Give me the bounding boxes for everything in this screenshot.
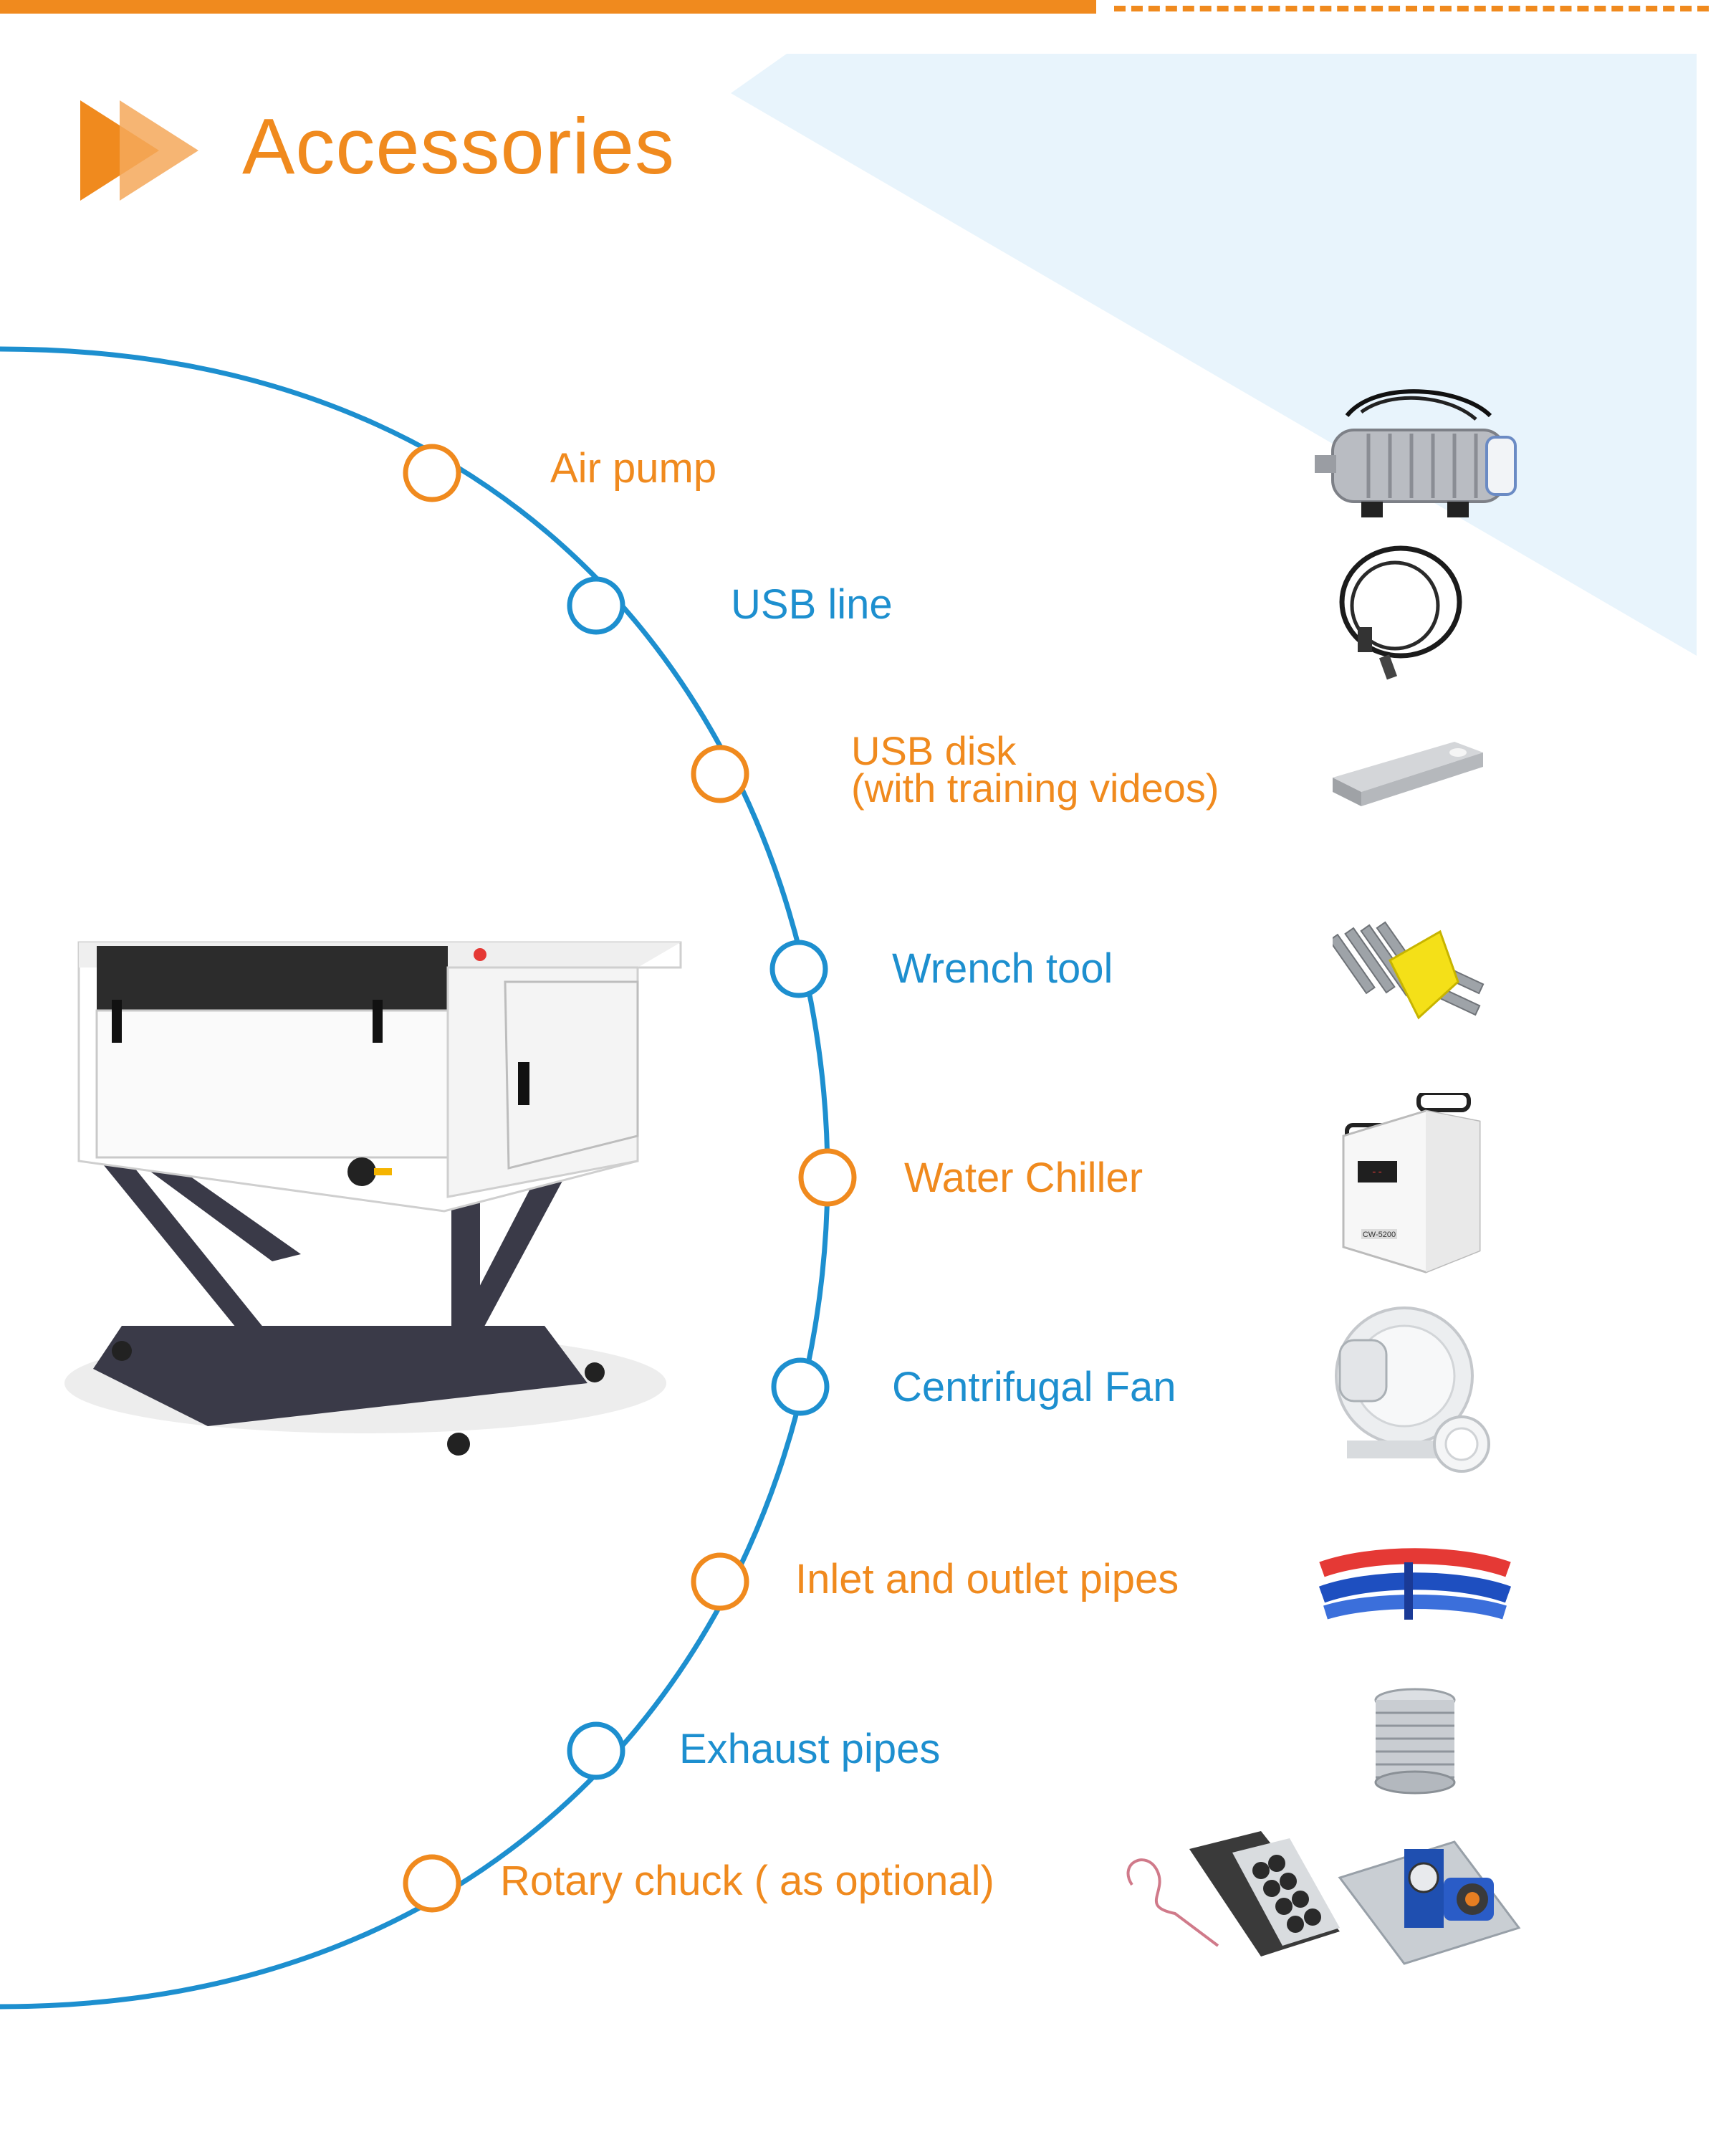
usb-disk-image — [1333, 742, 1483, 806]
label-centrifugal-fan: Centrifugal Fan — [892, 1364, 1176, 1410]
water-chiller-image: -- CW-5200 — [1342, 1093, 1481, 1274]
svg-text:CW-5200: CW-5200 — [1363, 1231, 1396, 1239]
top-accent-bar — [0, 0, 1096, 14]
label-water-chiller: Water Chiller — [904, 1155, 1143, 1201]
node-inlet-pipes — [691, 1552, 749, 1611]
label-usb-disk-line2: (with training videos) — [851, 765, 1219, 811]
svg-text:--: -- — [1371, 1167, 1383, 1178]
node-usb-disk — [691, 745, 749, 803]
label-inlet-outlet-pipes: Inlet and outlet pipes — [795, 1556, 1179, 1602]
label-usb-line: USB line — [731, 581, 893, 628]
air-pump-image — [1315, 389, 1517, 517]
label-rotary-chuck: Rotary chuck ( as optional) — [500, 1858, 994, 1904]
node-air-pump — [403, 444, 461, 502]
label-air-pump: Air pump — [550, 445, 717, 492]
centrifugal-fan-image — [1335, 1306, 1490, 1473]
label-exhaust-pipes: Exhaust pipes — [679, 1726, 941, 1772]
wrench-set-image — [1333, 921, 1485, 1020]
rotary-chuck-image — [1126, 1831, 1521, 1965]
page-title: Accessories — [242, 102, 675, 191]
node-rotary-chuck — [403, 1854, 461, 1913]
node-wrench-tool — [769, 940, 828, 998]
label-wrench-tool: Wrench tool — [892, 945, 1113, 992]
node-centrifugal-fan — [771, 1357, 830, 1416]
double-chevron-icon — [80, 100, 198, 201]
node-water-chiller — [798, 1148, 857, 1207]
laser-engraver-machine-image — [64, 941, 682, 1456]
top-dashed-line — [1114, 6, 1709, 11]
node-exhaust-pipes — [567, 1721, 625, 1780]
exhaust-duct-image — [1374, 1688, 1456, 1795]
label-usb-disk: USB disk (with training videos) — [851, 728, 1219, 811]
label-usb-disk-line1: USB disk — [851, 728, 1017, 773]
usb-cable-image — [1339, 545, 1462, 680]
water-pipes-image — [1318, 1548, 1512, 1620]
node-usb-line — [567, 576, 625, 635]
